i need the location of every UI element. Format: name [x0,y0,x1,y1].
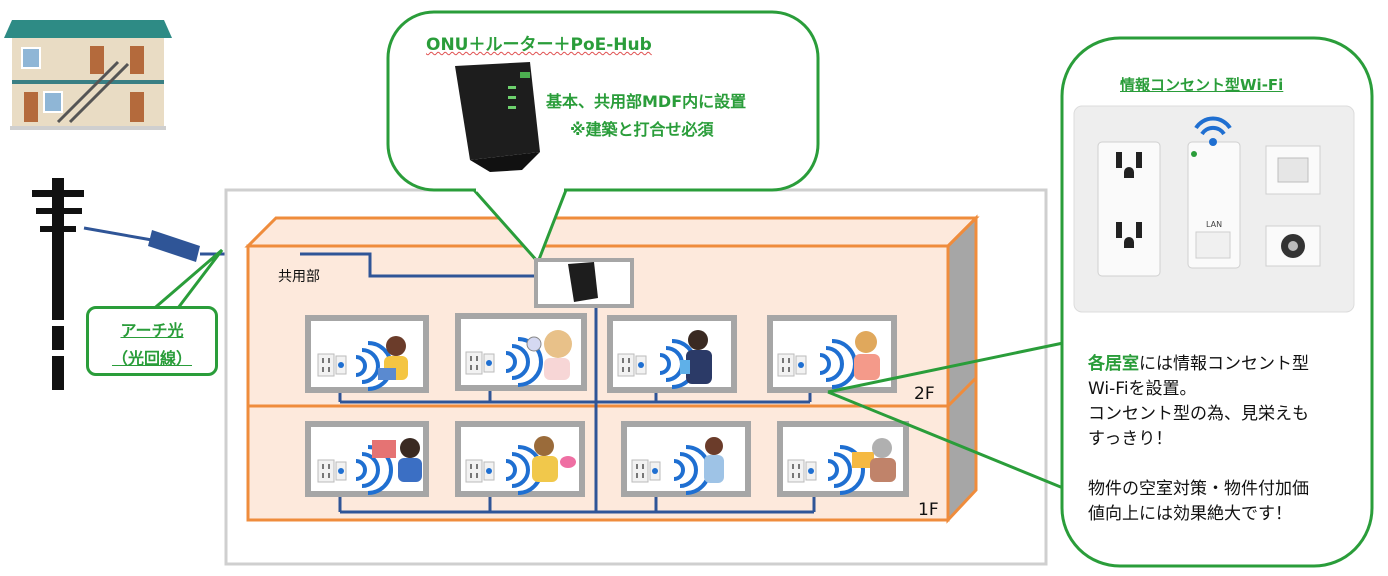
desc-line1: には情報コンセント型 [1139,354,1309,374]
desc-line4: すっきり！ [1088,429,1173,449]
info-outlet-plate [1073,105,1355,313]
desc-line5: 物件の空室対策・物件付加価 [1088,479,1309,499]
right-callout-title: 情報コンセント型Wi-Fi [1120,76,1284,94]
highlight-rooms: 各居室 [1088,354,1139,374]
top-callout-line2: ※建築と打合せ必須 [570,120,714,139]
lan-wiring [300,252,816,514]
fiber-label-box: アーチ光 （光回線） [86,306,218,376]
room-2f-2 [455,313,587,391]
right-callout-description: 各居室には情報コンセント型 Wi-Fiを設置。 コンセント型の為、見栄えも すっ… [1088,352,1358,527]
room-2f-1 [305,315,429,393]
right-callout-pointer [827,340,1069,492]
top-callout-title: ONU＋ルーター＋PoE-Hub [426,30,652,55]
room-2f-4 [767,315,897,393]
desc-line6: 値向上には効果絶大です！ [1088,504,1292,524]
room-1f-1 [305,421,429,497]
router-device-icon [455,62,540,172]
top-callout-title-text: ONU＋ルーター＋PoE-Hub [426,35,652,55]
room-1f-3 [621,421,751,497]
top-callout-line1: 基本、共用部MDF内に設置 [546,92,747,111]
outlet-lan-label: LAN [1206,220,1223,229]
apartment-icon [4,20,172,130]
fiber-callout-pointer [145,248,224,314]
floor-1-label: 1F [918,500,939,520]
fiber-label-line2: （光回線） [111,349,192,368]
common-area-label: 共用部 [278,269,320,285]
desc-line3: コンセント型の為、見栄えも [1088,404,1309,424]
mdf-router-icon [568,262,598,302]
room-2f-3 [607,315,737,393]
utility-pole-icon [32,178,84,390]
room-1f-4 [777,421,909,497]
floor-2-label: 2F [914,384,935,404]
fiber-label-line1: アーチ光 [120,321,184,340]
desc-line2: Wi-Fiを設置。 [1088,379,1197,399]
room-1f-2 [455,421,585,497]
wifi-signal-icon [1194,116,1232,146]
